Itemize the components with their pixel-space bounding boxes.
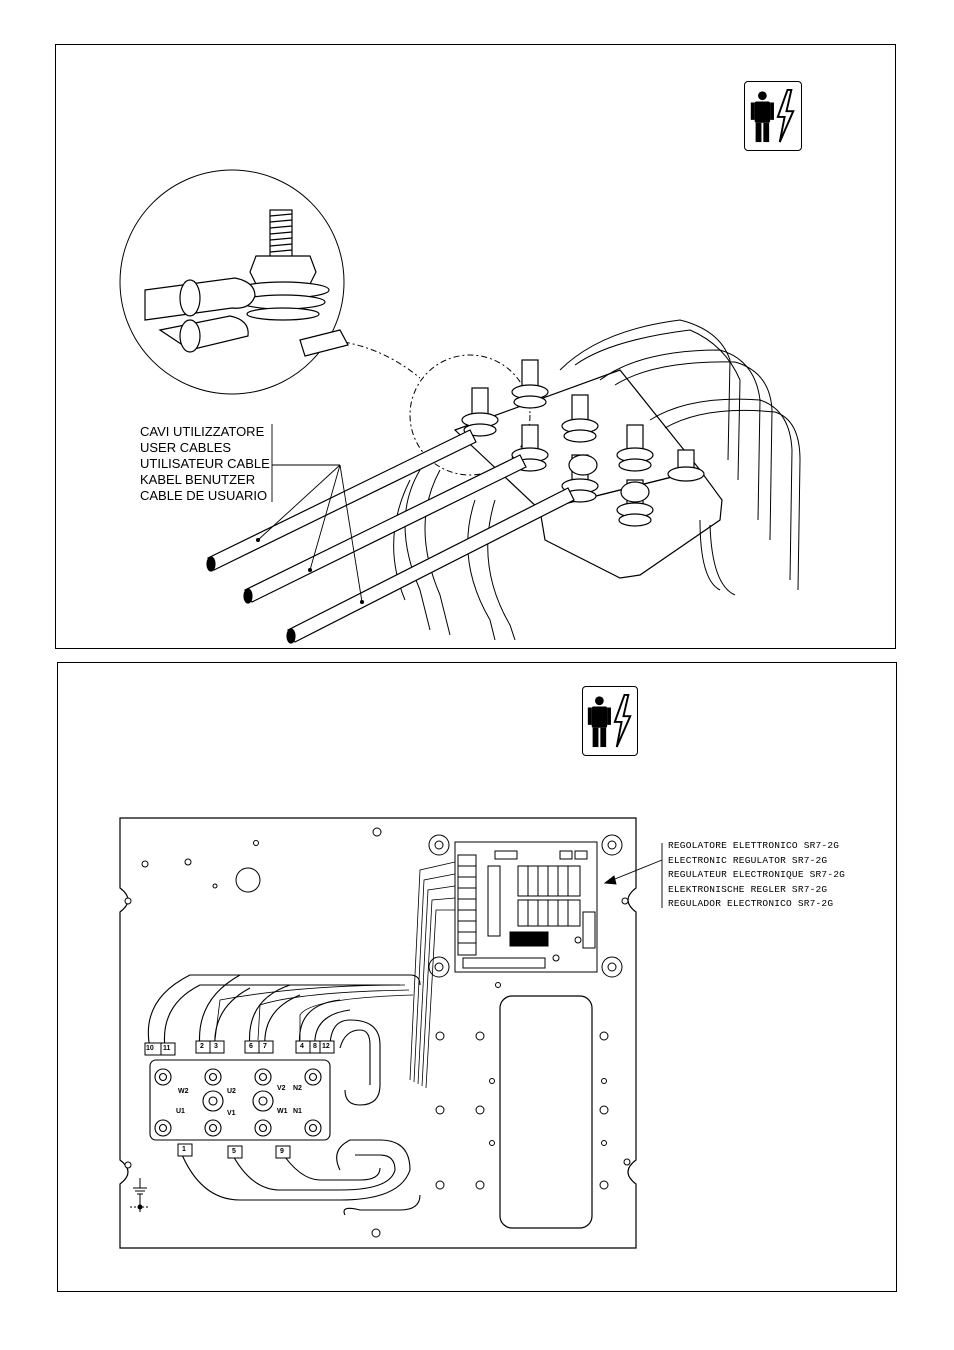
cable-number-9: 9 xyxy=(280,1148,284,1155)
terminal-board-drawing-top xyxy=(0,0,954,660)
regulator-label: REGOLATORE ELETTRONICO SR7-2G ELECTRONIC… xyxy=(668,839,845,912)
cable-number-3: 3 xyxy=(214,1043,218,1050)
label-line: KABEL BENUTZER xyxy=(140,472,270,488)
regulator-figure-panel xyxy=(57,662,897,1292)
magnified-bolt xyxy=(145,210,348,356)
label-line: REGULADOR ELECTRONICO SR7-2G xyxy=(668,897,845,912)
label-line: USER CABLES xyxy=(140,440,270,456)
phase-label-n2: N2 xyxy=(293,1085,302,1092)
cable-number-7: 7 xyxy=(263,1043,267,1050)
phase-label-v2: V2 xyxy=(277,1085,286,1092)
cable-number-4: 4 xyxy=(300,1043,304,1050)
label-line: CAVI UTILIZZATORE xyxy=(140,424,270,440)
phase-label-u2: U2 xyxy=(227,1088,236,1095)
electrical-hazard-icon xyxy=(582,686,638,756)
cable-number-12: 12 xyxy=(322,1043,330,1050)
label-line: REGULATEUR ELECTRONIQUE SR7-2G xyxy=(668,868,845,883)
label-line: CABLE DE USUARIO xyxy=(140,488,270,504)
cable-number-8: 8 xyxy=(313,1043,317,1050)
cable-number-1: 1 xyxy=(182,1146,186,1153)
phase-label-w1: W1 xyxy=(277,1108,288,1115)
cable-number-2: 2 xyxy=(200,1043,204,1050)
label-line: ELECTRONIC REGULATOR SR7-2G xyxy=(668,854,845,869)
user-cables-label: CAVI UTILIZZATORE USER CABLES UTILISATEU… xyxy=(140,424,270,504)
phase-label-n1: N1 xyxy=(293,1108,302,1115)
cable-number-11: 11 xyxy=(163,1045,170,1052)
label-line: ELEKTRONISCHE REGLER SR7-2G xyxy=(668,883,845,898)
phase-label-u1: U1 xyxy=(176,1108,185,1115)
phase-label-v1: V1 xyxy=(227,1110,236,1117)
label-line: UTILISATEUR CABLE xyxy=(140,456,270,472)
phase-label-w2: W2 xyxy=(178,1088,189,1095)
cable-number-6: 6 xyxy=(249,1043,253,1050)
label-line: REGOLATORE ELETTRONICO SR7-2G xyxy=(668,839,845,854)
internal-cables xyxy=(394,320,800,640)
cable-number-5: 5 xyxy=(232,1148,236,1155)
cable-number-10: 10 xyxy=(146,1045,154,1052)
